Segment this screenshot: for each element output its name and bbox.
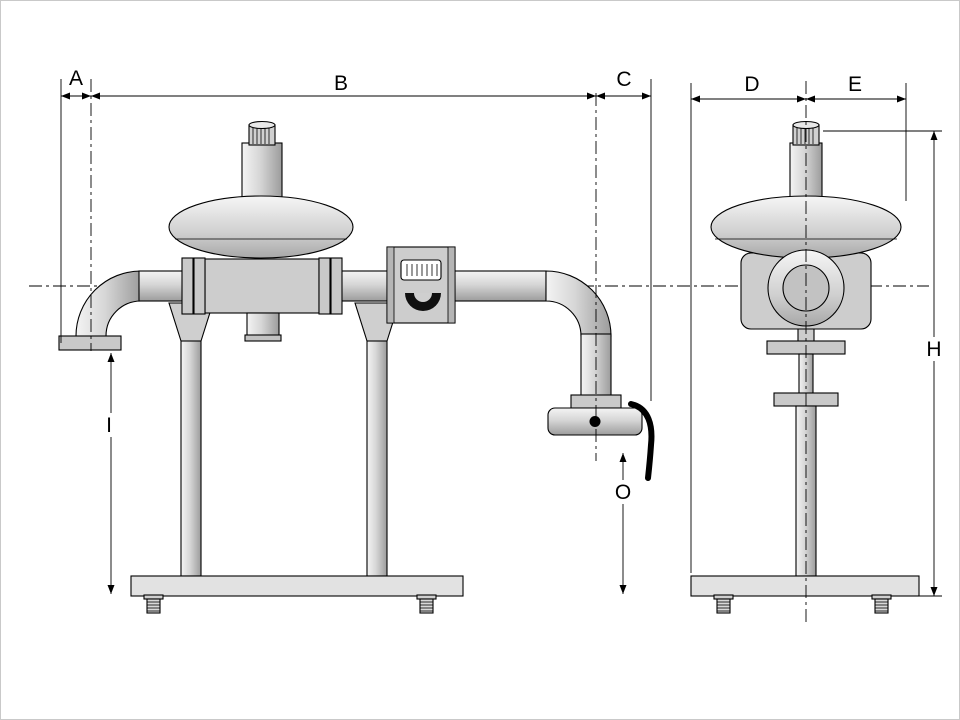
- leveling-foot: [143, 594, 164, 614]
- arrowhead: [91, 92, 100, 100]
- arrowhead: [61, 92, 70, 100]
- side-cap-knurl-lines: [796, 126, 814, 144]
- meter-left-flange: [386, 246, 395, 324]
- arrowhead: [107, 585, 115, 594]
- dimensions: A B C D E H I O: [60, 67, 945, 597]
- dim-label-h: H: [926, 338, 941, 361]
- dim-label-c: C: [616, 68, 631, 91]
- meter-counter-ticks: [406, 264, 438, 276]
- arrowhead: [619, 585, 627, 594]
- arrowhead: [587, 92, 596, 100]
- dim-label-b: B: [334, 72, 348, 95]
- pipe-flange: [318, 257, 331, 315]
- leveling-foot: [871, 594, 892, 614]
- arrowhead: [82, 92, 91, 100]
- dim-label-e: E: [848, 73, 862, 96]
- meter-dial-inner: [414, 293, 432, 302]
- inlet-elbow: [75, 270, 142, 337]
- spring-housing: [241, 142, 283, 200]
- regulator-bottom-plug: [246, 312, 280, 338]
- support-post-left: [180, 340, 202, 577]
- dim-label-i: I: [106, 414, 112, 437]
- regulator-body: [204, 258, 320, 314]
- arrowhead: [930, 587, 938, 596]
- side-view: [690, 120, 920, 614]
- leveling-foot: [416, 594, 437, 614]
- regulator-dome: [168, 195, 354, 259]
- pipe-flange: [330, 257, 343, 315]
- side-base-plate: [690, 575, 920, 597]
- label-mask: [924, 337, 945, 361]
- meter-right-flange: [447, 246, 456, 324]
- dim-label-o: O: [615, 481, 631, 504]
- arrowhead: [619, 453, 627, 462]
- arrowhead: [897, 95, 906, 103]
- gas-meter: [386, 246, 456, 324]
- meter-display: [400, 259, 442, 281]
- label-mask: [101, 413, 118, 437]
- arrowhead: [797, 95, 806, 103]
- leveling-foot: [713, 594, 734, 614]
- regulator-bottom-cap: [244, 334, 282, 342]
- pipe-flange: [181, 257, 194, 315]
- arrowhead: [691, 95, 700, 103]
- arrowhead: [107, 353, 115, 362]
- valve-handle: [628, 401, 655, 481]
- label-mask: [612, 480, 634, 504]
- base-plate: [130, 575, 464, 597]
- valve-stem-dot: [589, 416, 601, 427]
- outlet-elbow: [545, 270, 612, 337]
- inlet-flange: [58, 335, 122, 351]
- front-view: [58, 120, 655, 614]
- arrowhead: [806, 95, 815, 103]
- pipe-flange: [193, 257, 206, 315]
- arrowhead: [930, 131, 938, 140]
- cap-top: [248, 120, 276, 130]
- arrowhead: [642, 92, 651, 100]
- arrowhead: [596, 92, 605, 100]
- dim-label-d: D: [744, 73, 759, 96]
- side-port-circle-inner: [782, 264, 830, 312]
- dim-label-a: A: [69, 67, 83, 90]
- support-post-right: [366, 340, 388, 577]
